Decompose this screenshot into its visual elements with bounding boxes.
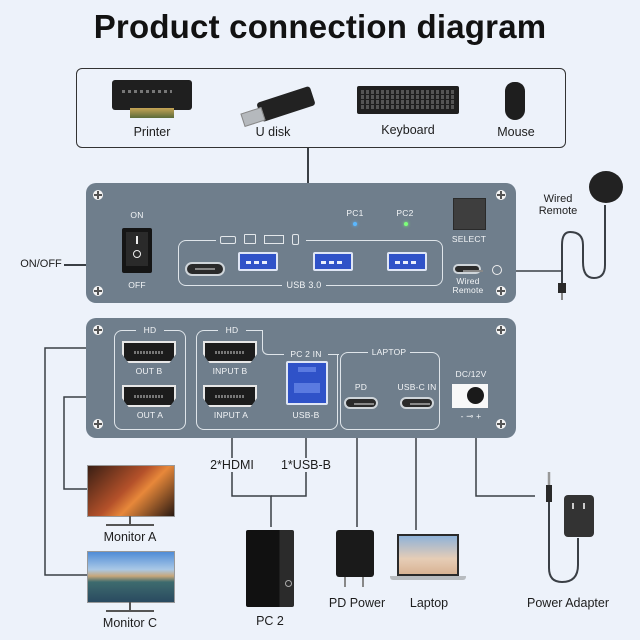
switch-on-label: ON	[130, 210, 144, 220]
hd-out-label: HD	[136, 325, 164, 335]
switch-off-label: OFF	[128, 280, 146, 290]
line-dc	[475, 438, 535, 497]
screw-icon	[93, 190, 103, 200]
power-adapter-icon	[564, 495, 594, 537]
monitor-a-icon	[87, 465, 175, 517]
printer-icon	[112, 80, 192, 122]
usbb-cable-label: 1*USB-B	[280, 458, 332, 472]
on-off-line	[64, 264, 86, 266]
line-usbb	[271, 438, 307, 497]
screw-icon	[496, 325, 506, 335]
monitor-a-base	[106, 524, 154, 526]
pc2-label: PC2	[396, 208, 414, 218]
laptop-label: Laptop	[409, 596, 449, 610]
peripheral-box	[76, 68, 566, 148]
usbc-in-label: USB-C IN	[397, 382, 437, 392]
pd-label: PD	[354, 382, 368, 392]
laptop-base	[390, 576, 466, 580]
pc2-tower-icon	[246, 530, 294, 607]
screw-icon	[93, 286, 103, 296]
pc1-led	[353, 222, 357, 226]
hdmi-cable-label: 2*HDMI	[206, 458, 258, 472]
usb-c-port[interactable]	[185, 262, 225, 276]
monitor-c-base	[106, 610, 154, 612]
pc2-label: PC 2	[256, 614, 284, 628]
monitor-c-label: Monitor C	[102, 616, 158, 630]
usb-c-in-port[interactable]	[400, 397, 434, 409]
usb-group-label: USB 3.0	[282, 280, 326, 290]
monitor-a-label: Monitor A	[103, 530, 157, 544]
line-out-b	[44, 347, 87, 576]
power-switch[interactable]	[122, 228, 152, 273]
usb-a-port-1[interactable]	[238, 252, 278, 271]
mouse-label: Mouse	[497, 125, 535, 139]
dc-power-jack[interactable]	[452, 384, 488, 408]
pd-port[interactable]	[344, 397, 378, 409]
usb-a-port-2[interactable]	[313, 252, 353, 271]
monitor-c-stand	[129, 602, 131, 611]
wired-remote-port-label: Wired Remote	[452, 276, 484, 295]
connector-line	[307, 148, 309, 184]
out-a-label: OUT A	[128, 410, 172, 420]
hdmi-input-a-port[interactable]	[203, 385, 257, 407]
select-label: SELECT	[451, 234, 487, 244]
line-out-a	[63, 396, 87, 490]
hdmi-input-b-port[interactable]	[203, 341, 257, 363]
printer-icon	[244, 234, 256, 244]
pc2-led	[404, 222, 408, 226]
pd-power-prongs	[344, 577, 364, 587]
pc2-in-label: PC 2 IN	[284, 349, 328, 359]
monitor-a-stand	[129, 516, 131, 525]
power-adapter-label: Power Adapter	[527, 596, 609, 610]
hd-in-label: HD	[218, 325, 246, 335]
screw-icon	[93, 419, 103, 429]
pd-power-icon	[336, 530, 374, 577]
usb-group-icons	[216, 232, 306, 246]
mouse-icon	[505, 82, 525, 120]
monitor-c-icon	[87, 551, 175, 603]
page-title: Product connection diagram	[93, 8, 547, 45]
laptop-group-label: LAPTOP	[368, 347, 410, 357]
remote-port-icon	[492, 265, 502, 275]
wired-remote-icon[interactable]	[589, 171, 623, 203]
input-b-label: INPUT B	[212, 366, 248, 376]
dc-label: DC/12V	[455, 369, 487, 379]
wired-remote-label: Wired Remote	[538, 193, 578, 217]
select-button[interactable]	[453, 198, 486, 230]
mouse-icon	[292, 234, 299, 245]
polarity-label: - ⊸ +	[460, 411, 482, 421]
keyboard-icon	[264, 235, 284, 244]
usb-b-label: USB-B	[288, 410, 324, 420]
screw-icon	[496, 286, 506, 296]
keyboard-icon	[357, 86, 459, 114]
usb-b-port[interactable]	[286, 361, 328, 405]
screw-icon	[496, 190, 506, 200]
out-b-label: OUT B	[135, 366, 163, 376]
pc1-label: PC1	[346, 208, 364, 218]
usb-a-port-3[interactable]	[387, 252, 427, 271]
hdmi-out-a-port[interactable]	[122, 385, 176, 407]
laptop-icon	[397, 534, 459, 576]
printer-label: Printer	[133, 125, 171, 139]
usb-drive-icon	[220, 236, 236, 244]
usb-drive-label: U disk	[255, 125, 291, 139]
pd-power-label: PD Power	[328, 596, 386, 610]
hdmi-out-b-port[interactable]	[122, 341, 176, 363]
screw-icon	[93, 325, 103, 335]
input-a-label: INPUT A	[206, 410, 256, 420]
screw-icon	[496, 419, 506, 429]
wired-remote-port[interactable]	[453, 264, 483, 274]
keyboard-label: Keyboard	[381, 123, 435, 137]
on-off-label: ON/OFF	[20, 258, 62, 270]
